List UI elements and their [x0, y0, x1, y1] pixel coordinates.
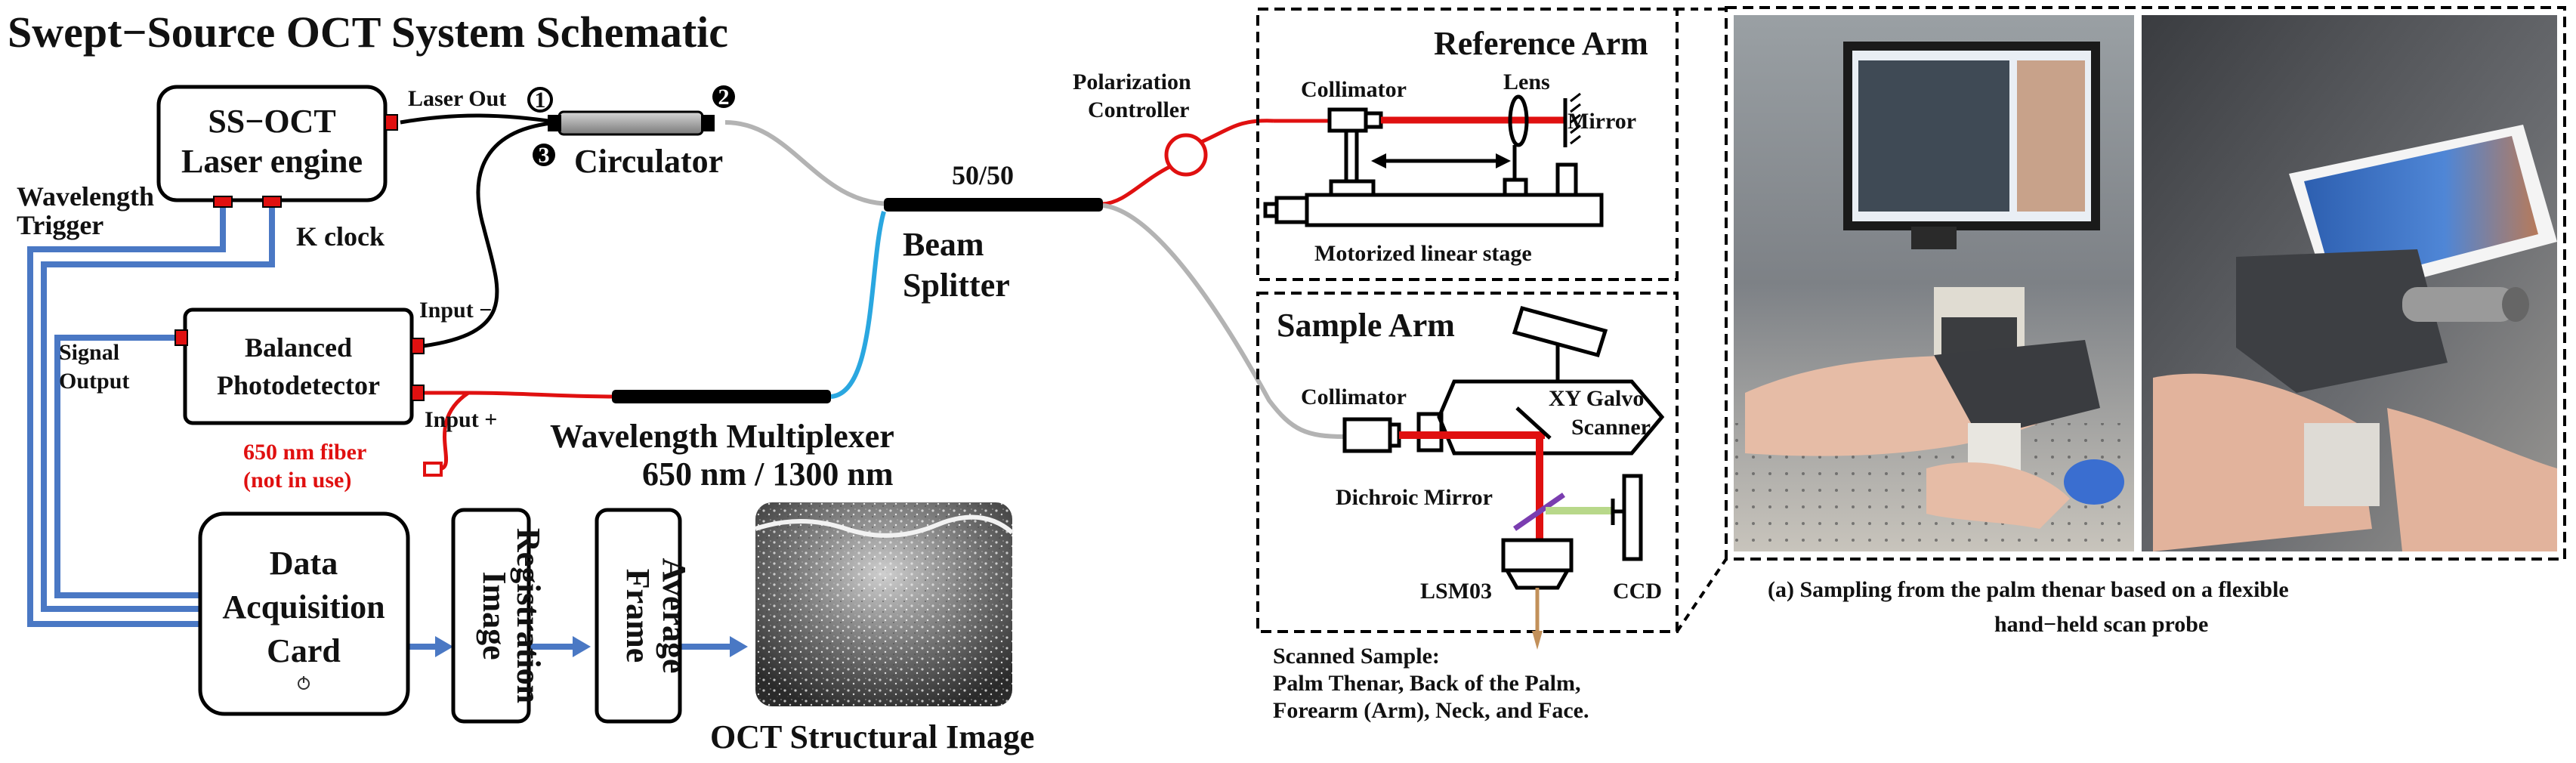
photo-panel: (a) Sampling from the palm thenar based …: [1676, 6, 2566, 637]
balanced-photodetector: Balanced Photodetector Input − Input + S…: [59, 298, 497, 432]
port-3-label: 3: [539, 143, 550, 168]
circulator: 1 2 3 Circulator: [527, 85, 735, 180]
reference-arm-title: Reference Arm: [1434, 25, 1648, 62]
sample-arm-title: Sample Arm: [1277, 307, 1455, 344]
image-registration: Image Registration: [451, 508, 547, 724]
oct-structural-image: OCT Structural Image: [710, 502, 1034, 755]
beam-splitter: 50/50 Beam Splitter: [884, 160, 1103, 304]
fiber-650-label-2: (not in use): [243, 468, 351, 493]
oct-image-label: OCT Structural Image: [710, 718, 1034, 755]
circulator-label: Circulator: [574, 143, 723, 180]
input-plus-label: Input +: [425, 407, 497, 432]
beam-splitter-label-1: Beam: [903, 226, 984, 263]
fiber-650-label-1: 650 nm fiber: [243, 440, 366, 465]
frame-average-label-2: Average: [656, 558, 693, 673]
port-2-label: 2: [718, 85, 730, 110]
scanned-sample-label-1: Scanned Sample:: [1273, 644, 1440, 669]
fiber-paths: [400, 113, 1345, 471]
k-clock-label: K clock: [296, 221, 385, 252]
frame-average: Frame Average: [595, 508, 693, 724]
wavelength-label: Wavelength: [17, 181, 154, 212]
port-1-label: 1: [535, 88, 546, 113]
dichroic-label: Dichroic Mirror: [1336, 485, 1493, 510]
detector-label-2: Photodetector: [217, 370, 380, 400]
split-ratio-label: 50/50: [952, 160, 1014, 190]
laser-out-label: Laser Out: [408, 86, 506, 111]
polarization-label-1: Polarization: [1073, 70, 1191, 94]
reference-arm: Reference Arm Collimator Lens Mirror Mot…: [1256, 8, 1679, 281]
polarization-label-2: Controller: [1088, 97, 1189, 122]
lens-label: Lens: [1503, 70, 1550, 94]
sample-arm: Sample Arm Collimator XY Galvo Scanner D…: [1256, 292, 1679, 650]
scanned-sample-label-2: Palm Thenar, Back of the Palm,: [1273, 671, 1581, 696]
beam-splitter-label-2: Splitter: [903, 267, 1010, 304]
fiber-650nm: 650 nm fiber (not in use): [243, 440, 443, 493]
detector-label-1: Balanced: [245, 332, 352, 363]
daq-label-2: Acquisition: [222, 588, 385, 626]
daq-label-1: Data: [270, 545, 338, 582]
registration-label-2: Registration: [510, 528, 547, 703]
signal-lines: [27, 200, 748, 657]
wavelength-multiplexer: Wavelength Multiplexer 650 nm / 1300 nm: [550, 390, 894, 493]
trigger-label: Trigger: [17, 210, 103, 240]
photo-right: [2142, 15, 2557, 551]
ref-collimator-label: Collimator: [1301, 77, 1407, 102]
scanned-sample-label-3: Forearm (Arm), Neck, and Face.: [1273, 698, 1589, 723]
signal-label: Signal: [59, 340, 119, 365]
daq-label-3: Card: [267, 632, 341, 669]
diagram-title: Swept−Source OCT System Schematic: [8, 8, 728, 57]
mirror-label: Mirror: [1568, 109, 1636, 134]
galvo-label-1: XY Galvo: [1549, 386, 1644, 411]
laser-engine-label-1: SS−OCT: [208, 103, 335, 140]
photo-caption-1: (a) Sampling from the palm thenar based …: [1768, 577, 2289, 602]
photo-caption-2: hand−held scan probe: [1994, 612, 2208, 637]
registration-label-1: Image: [476, 571, 513, 660]
ccd-label: CCD: [1613, 579, 1662, 604]
sample-collimator-label: Collimator: [1301, 385, 1407, 409]
output-label: Output: [59, 369, 129, 394]
photo-left: [1734, 15, 2134, 551]
frame-average-label-1: Frame: [619, 569, 656, 663]
data-acquisition-card: Data Acquisition Card: [198, 511, 410, 716]
lsm-label: LSM03: [1420, 579, 1492, 604]
laser-engine-label-2: Laser engine: [181, 143, 363, 180]
input-minus-label: Input −: [419, 298, 492, 323]
galvo-label-2: Scanner: [1571, 415, 1651, 440]
wdm-label-2: 650 nm / 1300 nm: [642, 456, 893, 493]
laser-engine: SS−OCT Laser engine Laser Out Wavelength…: [17, 85, 506, 252]
wdm-label-1: Wavelength Multiplexer: [550, 418, 894, 455]
stage-label: Motorized linear stage: [1314, 241, 1532, 266]
